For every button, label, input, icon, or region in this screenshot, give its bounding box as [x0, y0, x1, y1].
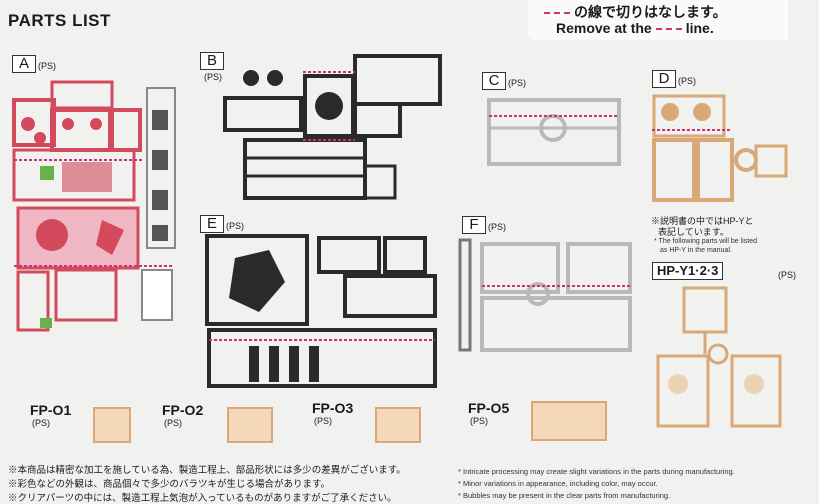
fp-o1-image — [93, 407, 131, 443]
hp-note-en-2: as HP-Y in the manual. — [660, 247, 732, 254]
note-jp-1: ※本商品は精密な加工を施している為、製造工程上、部品形状には多少の差異がございま… — [8, 465, 406, 476]
sprue-f-image — [458, 238, 632, 352]
banner-en-prefix: Remove at the — [556, 20, 652, 36]
sprue-b-label: B — [200, 52, 224, 70]
sprue-f-sub: (PS) — [488, 222, 506, 232]
fp-o3-label: FP-O3 — [312, 400, 354, 416]
sprue-a-label: A — [12, 55, 36, 73]
fp-o2-label: FP-O2 — [162, 402, 204, 418]
sprue-e-image — [205, 234, 437, 388]
cut-instruction-banner — [528, 0, 788, 40]
fp-o1-label: FP-O1 — [30, 402, 72, 418]
fp-o5-sub: (PS) — [470, 416, 488, 426]
sprue-c-image — [487, 98, 621, 166]
hp-note-en-1: * The following parts will be listed — [654, 238, 757, 245]
fp-o5-image — [531, 401, 607, 441]
sprue-d-image — [652, 94, 788, 202]
banner-en-suffix: line. — [685, 20, 714, 36]
hp-note-jp-1: ※説明書の中ではHP-Yと — [651, 216, 754, 226]
banner-jp-text: の線で切りはなします。 — [540, 2, 727, 22]
hp-note-jp-2: 表記しています。 — [658, 227, 729, 237]
note-en-1: * Intricate processing may create slight… — [458, 467, 735, 476]
fp-o2-group: FP-O2 (PS) — [162, 402, 203, 428]
sprue-c-sub: (PS) — [508, 78, 526, 88]
note-en-3: * Bubbles may be present in the clear pa… — [458, 491, 671, 500]
hpy-sub: (PS) — [778, 270, 796, 280]
banner-en-text: Remove at the line. — [556, 20, 714, 36]
note-jp-2: ※彩色などの外観は、商品個々で多少のバラツキが生じる場合があります。 — [8, 479, 331, 490]
page-title: PARTS LIST — [8, 11, 111, 30]
note-jp-3: ※クリアパーツの中には、製造工程上気泡が入っているものがありますがご了承ください… — [8, 493, 397, 504]
fp-o3-image — [375, 407, 421, 443]
fp-o3-group: FP-O3 (PS) — [312, 400, 353, 426]
sprue-f-label: F — [462, 216, 486, 234]
sprue-b-sub: (PS) — [204, 72, 222, 82]
sprue-a-sub: (PS) — [38, 61, 56, 71]
sprue-d-label: D — [652, 70, 676, 88]
sprue-d-sub: (PS) — [678, 76, 696, 86]
sprue-a-image — [12, 80, 176, 332]
sprue-b-image — [223, 54, 442, 200]
fp-o2-sub: (PS) — [164, 418, 182, 428]
fp-o1-group: FP-O1 (PS) — [30, 402, 71, 428]
banner-jp-label: の線で切りはなします。 — [574, 4, 727, 20]
note-en-2: * Minor variations in appearance, includ… — [458, 479, 658, 488]
fp-o2-image — [227, 407, 273, 443]
sprue-e-sub: (PS) — [226, 221, 244, 231]
cut-line-sample-icon — [544, 12, 570, 15]
fp-o3-sub: (PS) — [314, 416, 332, 426]
sprue-e-label: E — [200, 215, 224, 233]
sprue-hpy-image — [656, 286, 782, 428]
fp-o5-group: FP-O5 (PS) — [468, 400, 509, 426]
fp-o5-label: FP-O5 — [468, 400, 510, 416]
fp-o1-sub: (PS) — [32, 418, 50, 428]
cut-line-sample-icon-2 — [655, 28, 682, 31]
sprue-c-label: C — [482, 72, 506, 90]
hpy-label: HP-Y1·2·3 — [652, 262, 724, 280]
